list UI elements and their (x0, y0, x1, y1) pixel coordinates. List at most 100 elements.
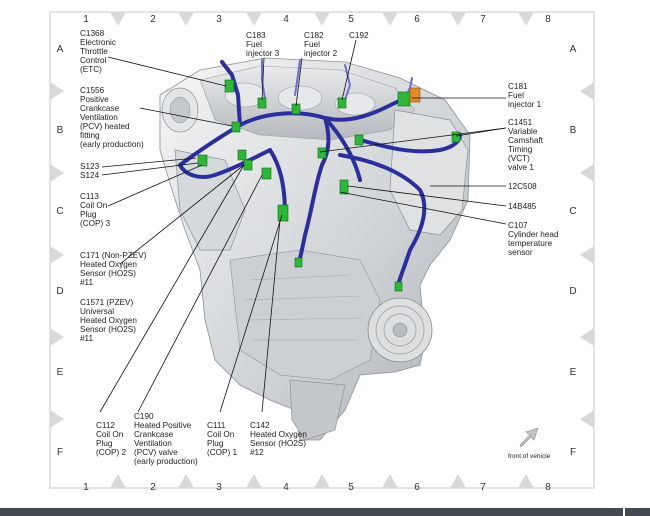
grid-col-label: 1 (83, 14, 89, 25)
callout-c111: C111 Coil On Plug (COP) 1 (207, 421, 237, 457)
label-line: Cylinder head (508, 230, 559, 239)
label-line: injector 2 (304, 49, 338, 58)
label-line: C111 (207, 421, 226, 430)
label-line: Sensor (HO2S) (80, 269, 136, 278)
label-line: (COP) 2 (96, 448, 126, 457)
label-line: S123 (80, 162, 100, 171)
callout-c1556: C1556 Positive Crankcase Ventilation (PC… (80, 86, 144, 149)
grid-col-label: 7 (480, 14, 486, 25)
label-line: 14B485 (508, 202, 537, 211)
label-line: Coil On (80, 201, 108, 210)
label-line: Fuel (508, 91, 524, 100)
label-line: Sensor (HO2S) (250, 439, 306, 448)
label-line: (PCV) valve (134, 448, 178, 457)
label-line: Ventilation (80, 113, 118, 122)
grid-columns-top: 1 2 3 4 5 6 7 8 (83, 14, 551, 25)
grid-row-label: C (56, 206, 63, 217)
label-line: valve 1 (508, 163, 534, 172)
label-line: injector 3 (246, 49, 280, 58)
callout-c112: C112 Coil On Plug (COP) 2 (96, 421, 126, 457)
border-tabs (50, 12, 594, 488)
grid-columns-bottom: 1 2 3 4 5 6 7 8 (83, 482, 551, 493)
grid-col-label: 4 (283, 482, 289, 493)
label-line: (COP) 1 (207, 448, 237, 457)
label-line: (PCV) heated (80, 122, 130, 131)
front-of-vehicle-indicator: front of vehicle (508, 427, 551, 460)
label-line: C107 (508, 221, 528, 230)
grid-row-label: F (570, 447, 576, 458)
grid-col-label: 5 (348, 14, 354, 25)
callout-14b485: 14B485 (508, 202, 537, 211)
label-line: C190 (134, 412, 154, 421)
callout-c171: C171 (Non-PZEV) Heated Oxygen Sensor (HO… (80, 251, 147, 287)
callout-c182: C182 Fuel injector 2 (304, 31, 338, 58)
grid-row-label: E (570, 367, 577, 378)
label-line: Crankcase (80, 104, 120, 113)
label-line: Ventilation (134, 439, 172, 448)
callout-c190: C190 Heated Positive Crankcase Ventilati… (134, 412, 198, 466)
label-line: Heated Oxygen (250, 430, 307, 439)
label-line: Positive (80, 95, 109, 104)
label-line: fitting (80, 131, 100, 140)
callout-c113: C113 Coil On Plug (COP) 3 (80, 192, 110, 228)
callout-c1451: C1451 Variable Camshaft Timing (VCT) val… (508, 118, 544, 172)
grid-row-label: B (57, 125, 64, 136)
grid-col-label: 8 (545, 482, 551, 493)
label-line: C192 (349, 31, 369, 40)
label-line: Sensor (HO2S) (80, 325, 136, 334)
label-line: C171 (Non-PZEV) (80, 251, 147, 260)
label-line: (early production) (80, 140, 144, 149)
grid-col-label: 4 (283, 14, 289, 25)
callout-c183: C183 Fuel injector 3 (246, 31, 280, 58)
label-line: sensor (508, 248, 533, 257)
label-line: C182 (304, 31, 324, 40)
callout-c107: C107 Cylinder head temperature sensor (508, 221, 559, 257)
grid-row-label: B (570, 125, 577, 136)
grid-col-label: 3 (216, 482, 222, 493)
grid-row-label: A (57, 44, 64, 55)
grid-row-label: F (57, 447, 63, 458)
label-line: C112 (96, 421, 115, 430)
label-line: S124 (80, 171, 100, 180)
bottom-bar (0, 508, 650, 516)
label-line: C142 (250, 421, 270, 430)
label-line: Heated Oxygen (80, 316, 137, 325)
label-line: #11 (80, 278, 93, 287)
callout-c192: C192 (349, 31, 369, 40)
grid-row-label: C (569, 206, 576, 217)
label-line: (COP) 3 (80, 219, 110, 228)
front-of-vehicle-label: front of vehicle (508, 453, 551, 460)
grid-rows-left: A B C D E F (56, 44, 63, 458)
callout-c181: C181 Fuel injector 1 (508, 82, 542, 109)
label-line: Fuel (246, 40, 262, 49)
label-line: Plug (207, 439, 224, 448)
label-line: C1368 (80, 29, 105, 38)
label-line: C181 (508, 82, 528, 91)
connectors (197, 79, 461, 292)
label-line: Timing (508, 145, 533, 154)
grid-row-label: D (56, 286, 63, 297)
label-line: C183 (246, 31, 266, 40)
grid-col-label: 8 (545, 14, 551, 25)
bottom-bar-divider (623, 508, 625, 516)
label-line: Coil On (96, 430, 124, 439)
label-line: injector 1 (508, 100, 542, 109)
label-line: Electronic (80, 38, 116, 47)
grid-col-label: 3 (216, 14, 222, 25)
grid-row-label: E (57, 367, 64, 378)
grid-col-label: 1 (83, 482, 89, 493)
label-line: C1571 (PZEV) (80, 298, 134, 307)
label-line: C1451 (508, 118, 533, 127)
callout-c1571: C1571 (PZEV) Universal Heated Oxygen Sen… (80, 298, 137, 343)
label-line: Heated Positive (134, 421, 192, 430)
label-line: Universal (80, 307, 114, 316)
label-line: Plug (96, 439, 113, 448)
callout-c142: C142 Heated Oxygen Sensor (HO2S) #12 (250, 421, 307, 457)
label-line: temperature (508, 239, 553, 248)
label-line: (ETC) (80, 65, 102, 74)
label-line: Coil On (207, 430, 235, 439)
callout-s123-s124: S123 S124 (80, 162, 100, 180)
label-line: (VCT) (508, 154, 530, 163)
label-line: Crankcase (134, 430, 174, 439)
label-line: Plug (80, 210, 97, 219)
